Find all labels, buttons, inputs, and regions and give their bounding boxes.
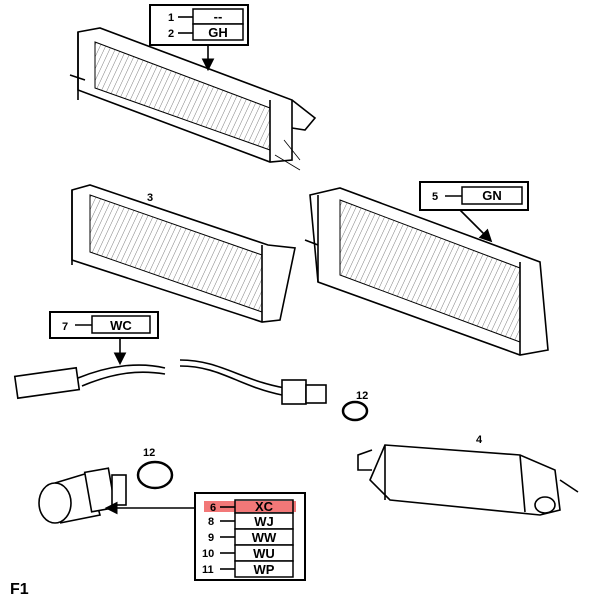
- callout-num: 11: [202, 564, 214, 576]
- callout-box-1-2: 1 -- 2 GH: [149, 4, 249, 46]
- callout-num: 6: [210, 502, 216, 514]
- intercooler[interactable]: 4: [357, 434, 579, 516]
- wiring-harness[interactable]: [13, 359, 327, 405]
- callout-num: 9: [208, 532, 214, 544]
- callout-num: 5: [432, 191, 438, 203]
- figure-label: F1: [10, 581, 29, 598]
- radiator-middle[interactable]: 3: [71, 184, 296, 323]
- callout-arrow: [459, 209, 493, 243]
- callout-num: 1: [168, 12, 174, 24]
- radiator-right[interactable]: [304, 187, 549, 356]
- callout-num: 2: [168, 28, 174, 40]
- radiator-top[interactable]: [69, 27, 317, 171]
- o-ring[interactable]: [341, 400, 369, 422]
- callout-code: WC: [110, 318, 132, 333]
- callout-code: WU: [253, 546, 275, 561]
- part-label-4: 4: [476, 434, 483, 446]
- o-ring[interactable]: [136, 460, 174, 490]
- part-label-3: 3: [147, 192, 153, 204]
- callout-code: GH: [208, 25, 228, 40]
- temperature-sensor[interactable]: [38, 467, 127, 524]
- part-label-12: 12: [143, 447, 155, 459]
- callout-code: WJ: [254, 514, 274, 529]
- callout-num: 10: [202, 548, 214, 560]
- callout-code: GN: [482, 188, 502, 203]
- callout-num: 7: [62, 321, 68, 333]
- part-label-12: 12: [356, 390, 368, 402]
- callout-box-7: 7 WC: [49, 311, 159, 339]
- callout-num: 8: [208, 516, 214, 528]
- callout-code: WW: [252, 530, 277, 545]
- highlight-row: [204, 501, 296, 512]
- callout-box-5: 5 GN: [419, 181, 529, 211]
- callout-code: WP: [254, 562, 275, 577]
- callout-box-sensor: 6 XC 8 WJ 9 WW 10 WU 11 WP: [194, 492, 306, 581]
- callout-code: --: [214, 9, 223, 24]
- callout-code: XC: [255, 499, 274, 514]
